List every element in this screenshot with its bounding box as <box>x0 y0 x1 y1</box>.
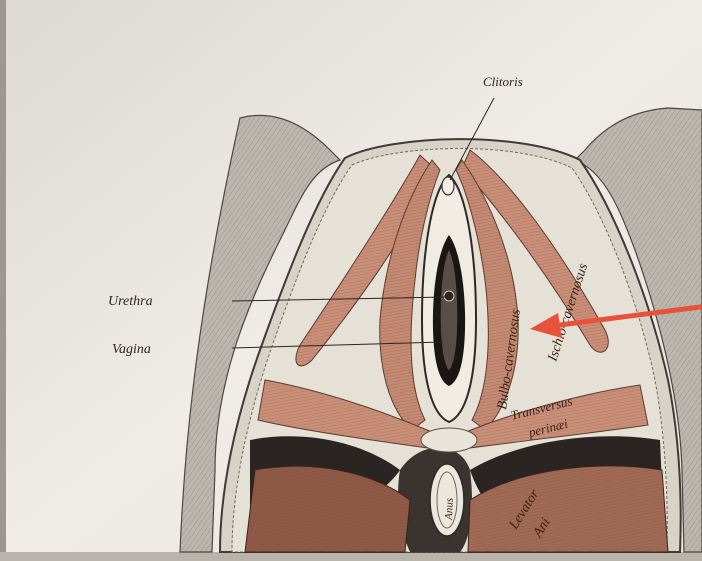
clitoris-glans <box>442 177 454 195</box>
screen-edge-bottom <box>0 552 702 561</box>
label-clitoris: Clitoris <box>483 74 523 89</box>
label-anus: Anus <box>443 498 456 521</box>
screen-edge-left <box>0 0 6 561</box>
urethral-orifice <box>444 291 454 301</box>
central-tendon <box>421 428 477 452</box>
label-urethra: Urethra <box>108 294 153 309</box>
label-vagina: Vagina <box>112 342 151 357</box>
